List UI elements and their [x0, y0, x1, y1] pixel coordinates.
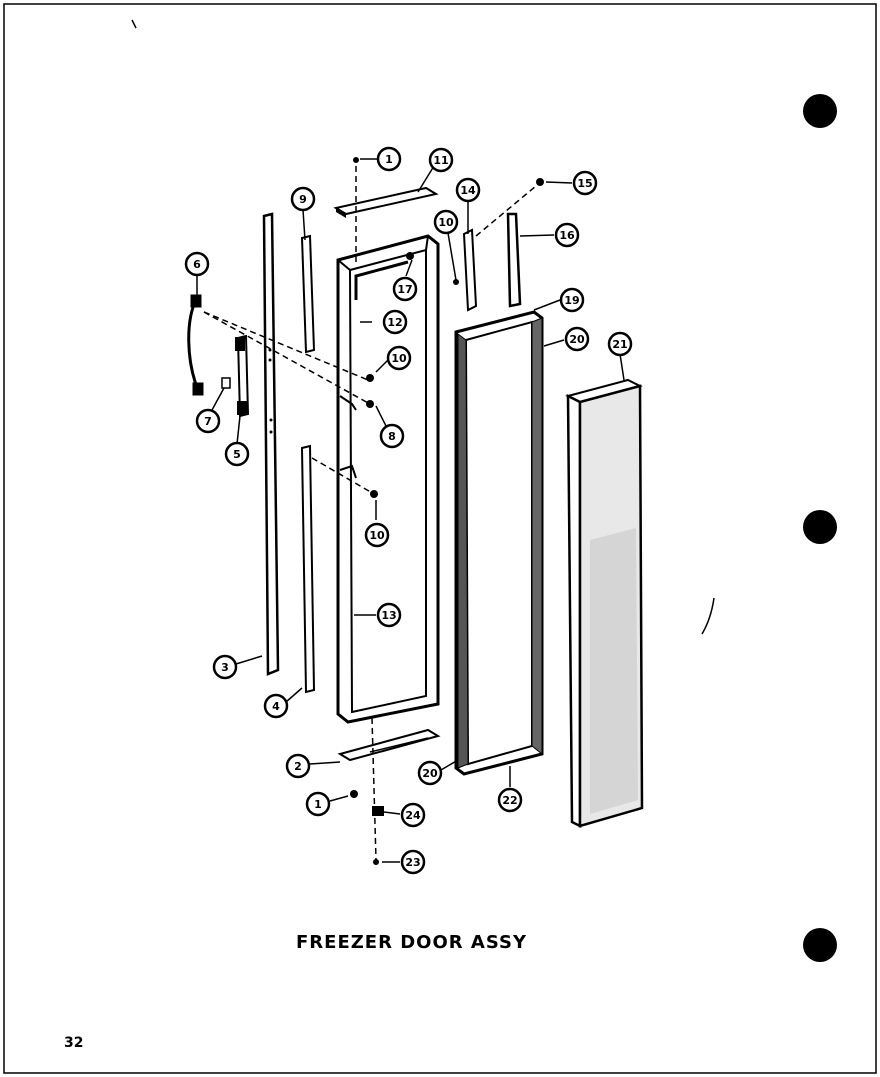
trim-strip-lower [300, 444, 316, 694]
hinge-strip [462, 228, 478, 312]
callout-label: 2 [294, 760, 302, 773]
top-cap [333, 186, 439, 218]
callout-circle [195, 408, 221, 434]
door-handle [187, 294, 204, 396]
binder-hole-bottom [803, 928, 837, 962]
callout-circle [386, 345, 412, 371]
bottom-cap [337, 728, 441, 762]
screws [350, 157, 544, 865]
callout-circle [285, 753, 311, 779]
door-liner-panel [565, 378, 644, 829]
callout-circle [305, 791, 331, 817]
callout-label: 4 [272, 700, 280, 713]
callout-circle [263, 693, 289, 719]
callout-label: 22 [502, 794, 517, 807]
callout-circle [184, 251, 210, 277]
callout-circle [392, 276, 418, 302]
callout-circle [400, 849, 426, 875]
callout-label: 14 [460, 184, 476, 197]
callout-label: 10 [391, 352, 407, 365]
callout-label: 5 [233, 448, 241, 461]
handle-bracket [235, 334, 250, 418]
callout-label: 1 [314, 798, 322, 811]
callout-circle [382, 309, 408, 335]
callout-circle [607, 331, 633, 357]
callout-label: 1 [385, 153, 393, 166]
door-gasket [454, 310, 544, 776]
door-frame [336, 234, 440, 724]
callout-circle [379, 423, 405, 449]
callout-circle [433, 209, 459, 235]
callout-circle [224, 441, 250, 467]
callout-label: 20 [569, 333, 585, 346]
callout-circle [376, 146, 402, 172]
callout-label: 20 [422, 767, 438, 780]
callout-label: 13 [381, 609, 396, 622]
leader-lines [196, 158, 625, 863]
callout-label: 10 [369, 529, 385, 542]
callout-label: 23 [405, 856, 420, 869]
page-border [3, 3, 877, 1074]
trim-strip-upper [300, 234, 316, 354]
page-number: 32 [64, 1035, 84, 1051]
callout-circle [455, 177, 481, 203]
hinge-cover [506, 212, 522, 308]
callout-circle [554, 222, 580, 248]
callout-label: 24 [405, 809, 421, 822]
assembly-lines [203, 166, 537, 861]
callout-circle [364, 522, 390, 548]
scan-marks [131, 19, 715, 635]
callout-circle [497, 787, 523, 813]
callout-label: 9 [299, 193, 307, 206]
callout-circle [572, 170, 598, 196]
binder-hole-top [803, 94, 837, 128]
callout-label: 21 [612, 338, 627, 351]
callout-label: 11 [433, 154, 448, 167]
callout-label: 12 [387, 316, 402, 329]
callout-label: 15 [577, 177, 592, 190]
callout-circle [400, 802, 426, 828]
diagram-title: FREEZER DOOR ASSY [296, 932, 527, 953]
callout-label: 8 [388, 430, 396, 443]
callout-label: 19 [564, 294, 579, 307]
callout-circle [428, 147, 454, 173]
callout-circle [564, 326, 590, 352]
callout-label: 7 [204, 415, 212, 428]
callout-label: 6 [193, 258, 201, 271]
callout-circle [212, 654, 238, 680]
callout-circle [559, 287, 585, 313]
callout-label: 17 [397, 283, 412, 296]
trim-strip-long [262, 212, 280, 676]
handle-clip [221, 377, 231, 389]
callout-label: 16 [559, 229, 575, 242]
callout-circle [290, 186, 316, 212]
binder-hole-middle [803, 510, 837, 544]
callout-circle [376, 602, 402, 628]
callout-circle [417, 760, 443, 786]
callout-label: 3 [221, 661, 229, 674]
callout-label: 10 [438, 216, 454, 229]
